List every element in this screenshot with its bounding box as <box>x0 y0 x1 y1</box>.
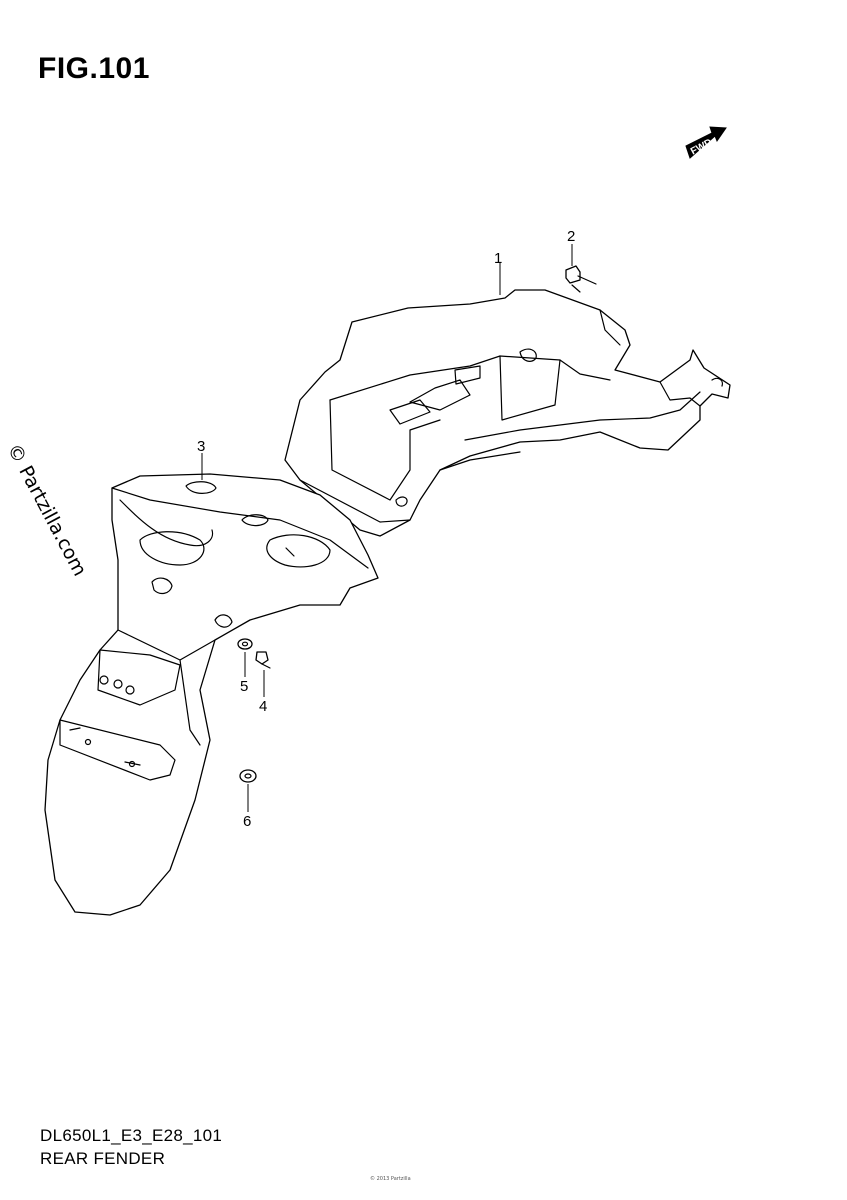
callout-2: 2 <box>567 228 575 245</box>
callout-6: 6 <box>243 813 251 830</box>
screw-part-4 <box>255 651 271 669</box>
diagram-name: REAR FENDER <box>40 1149 166 1168</box>
copyright-note: © 2013 Partzilla <box>370 1176 411 1182</box>
washer-part-5 <box>237 638 253 650</box>
callout-5: 5 <box>240 678 248 695</box>
fwd-arrow-icon: FWD <box>685 126 727 159</box>
figure-title: FIG.101 <box>38 52 150 85</box>
rear-fender-lower-part <box>44 473 379 916</box>
fwd-label: FWD <box>689 137 714 157</box>
bolt-part-2 <box>565 265 597 293</box>
callout-4: 4 <box>259 698 267 715</box>
rear-fender-upper-part <box>284 289 731 537</box>
grommet-part-6 <box>239 769 257 783</box>
callout-1: 1 <box>494 250 502 267</box>
diagram-code: DL650L1_E3_E28_101 <box>40 1126 223 1145</box>
callout-3: 3 <box>197 438 205 455</box>
